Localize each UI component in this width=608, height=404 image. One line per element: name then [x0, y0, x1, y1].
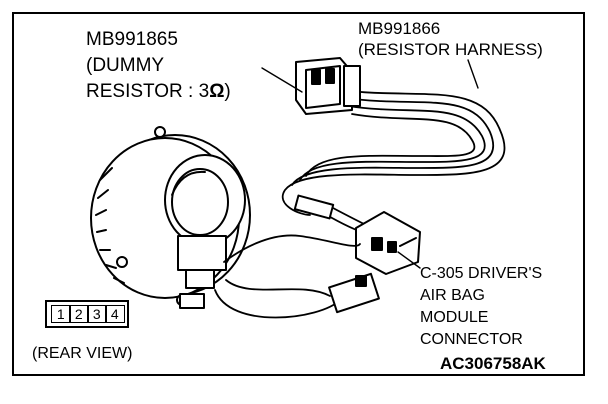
dummy-resistor-connector [295, 57, 361, 115]
connector-pin: 3 [87, 305, 107, 323]
connector-pin: 4 [105, 305, 125, 323]
leader-lines [261, 59, 479, 269]
figure-frame [12, 12, 585, 376]
connector-label-line3: MODULE [420, 309, 489, 326]
dummy-resistor-desc-line1: (DUMMY [86, 55, 165, 76]
rear-view-label: (REAR VIEW) [32, 345, 133, 362]
connector-label-line2: AIR BAG [420, 287, 485, 304]
connector-pin: 2 [69, 305, 89, 323]
ohm-symbol: Ω [209, 81, 225, 102]
resistor-harness-part-number: MB991866 [358, 19, 441, 38]
clock-spring-body [90, 126, 251, 309]
connector-pin-diagram: 1 2 3 4 [45, 300, 129, 328]
connector-pin: 1 [51, 305, 71, 323]
resistor-harness-desc: (RESISTOR HARNESS) [358, 40, 543, 59]
driver-airbag-connector [355, 211, 421, 275]
dummy-resistor-part-number: MB991865 [86, 29, 178, 50]
connector-label-line4: CONNECTOR [420, 331, 523, 348]
clock-spring-wires [214, 234, 361, 319]
figure-code: AC306758AK [440, 354, 546, 373]
connector-label-line1: C-305 DRIVER'S [420, 265, 543, 282]
small-connector [328, 272, 380, 314]
dummy-resistor-desc-line2: RESISTOR : 3Ω) [86, 81, 231, 102]
harness-inline-plug [293, 194, 335, 220]
